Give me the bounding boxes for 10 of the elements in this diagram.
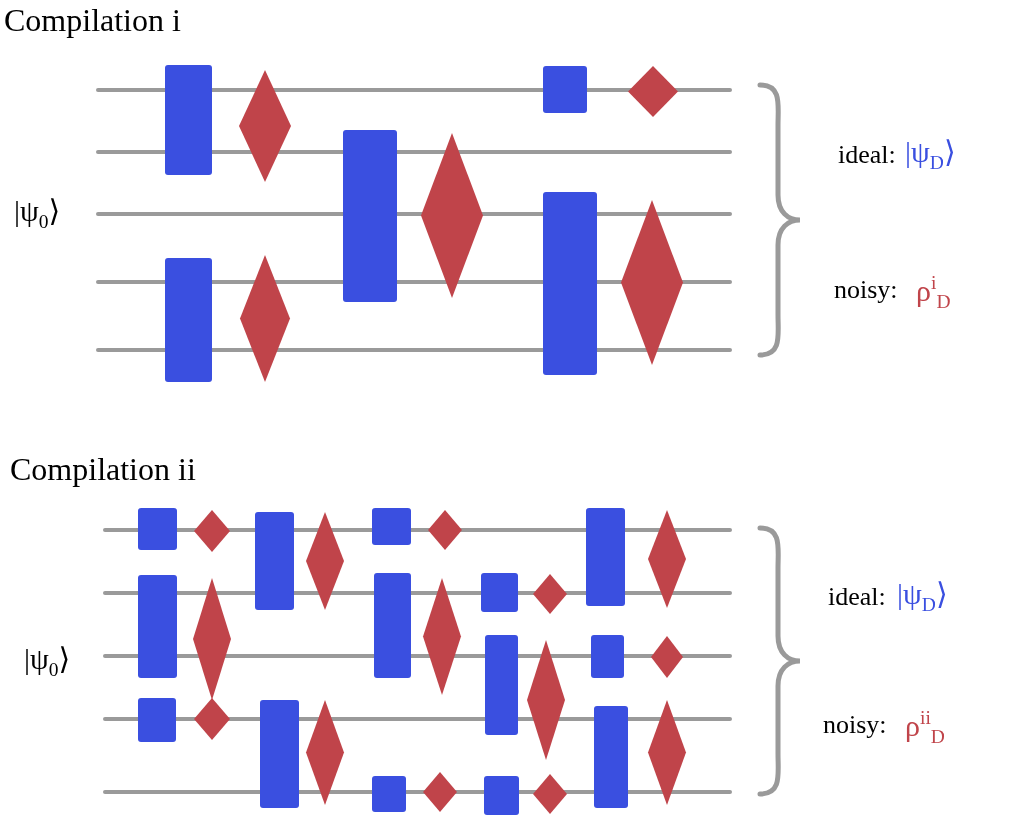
state-caption: ideal: xyxy=(828,584,886,610)
ideal-state-label: |ψ$_{D}$⟩ xyxy=(897,579,948,615)
state-caption: ideal: xyxy=(838,142,896,168)
state-caption: noisy: xyxy=(834,277,898,303)
state-label: |ψ$_{0}$⟩ xyxy=(14,196,61,232)
ideal-state-label: |ψ$_{D}$⟩ xyxy=(905,137,956,173)
state-caption: noisy: xyxy=(823,712,887,738)
state-label: |ψ$_{0}$⟩ xyxy=(24,644,71,680)
panel-title: Compilation ii xyxy=(10,453,196,485)
panel-title: Compilation i xyxy=(4,4,181,36)
